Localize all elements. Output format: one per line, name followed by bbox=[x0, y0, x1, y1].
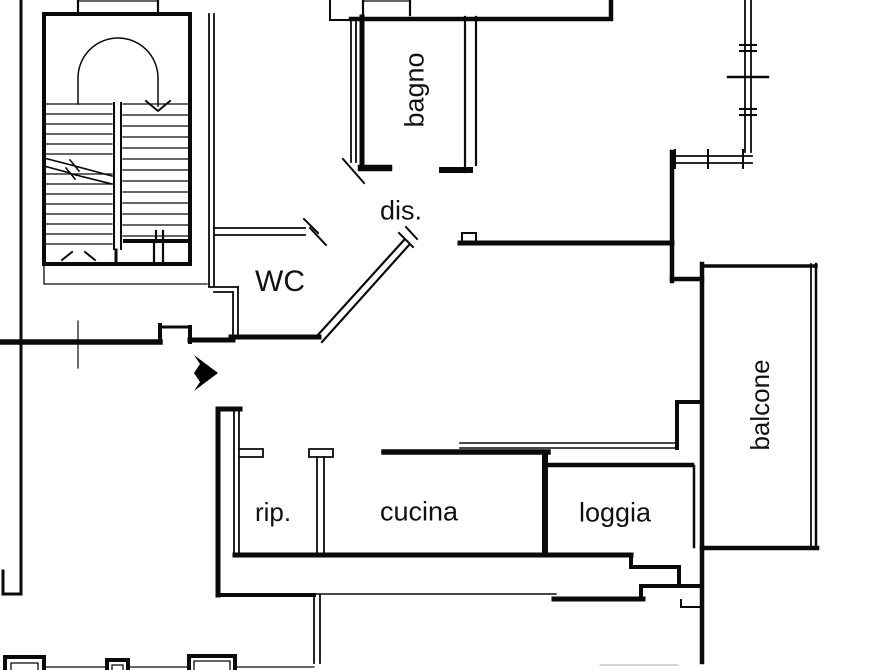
wc-walls bbox=[208, 13, 419, 344]
terrace-railing bbox=[671, 0, 770, 169]
rip-door-jamb bbox=[238, 448, 264, 458]
stair-arrow-ticks bbox=[60, 250, 97, 262]
room-label-bagno: bagno bbox=[399, 52, 430, 128]
wc-diagonal-wall bbox=[315, 238, 411, 344]
room-label-wc: WC bbox=[255, 265, 305, 298]
living-room-walls bbox=[457, 149, 705, 284]
room-label-loggia: loggia bbox=[578, 497, 652, 528]
room-label-cucina: cucina bbox=[379, 496, 459, 527]
stair-walkline bbox=[77, 37, 159, 107]
partition-cap bbox=[308, 448, 334, 458]
stair-steps-left bbox=[45, 103, 113, 245]
door-jamb-hatch bbox=[397, 225, 419, 249]
door-jamb bbox=[461, 232, 477, 241]
staircase bbox=[42, 0, 208, 285]
room-label-dis: dis. bbox=[379, 195, 423, 226]
left-boundary-wall bbox=[1, 0, 23, 596]
entrance-arrow-icon bbox=[194, 355, 218, 391]
stair-steps-right bbox=[122, 103, 189, 237]
lower-floor-windows bbox=[3, 654, 679, 670]
entrance-walls bbox=[0, 320, 236, 391]
stair-break-line bbox=[43, 157, 113, 185]
door-jamb-hatch bbox=[341, 157, 366, 185]
room-label-rip: rip. bbox=[254, 497, 292, 527]
kitchen-block-walls bbox=[215, 400, 704, 664]
balcone-walls bbox=[699, 261, 820, 665]
door-jamb-hatch bbox=[302, 217, 328, 247]
room-label-balcone: balcone bbox=[745, 359, 775, 451]
bagno-walls bbox=[329, 0, 614, 185]
